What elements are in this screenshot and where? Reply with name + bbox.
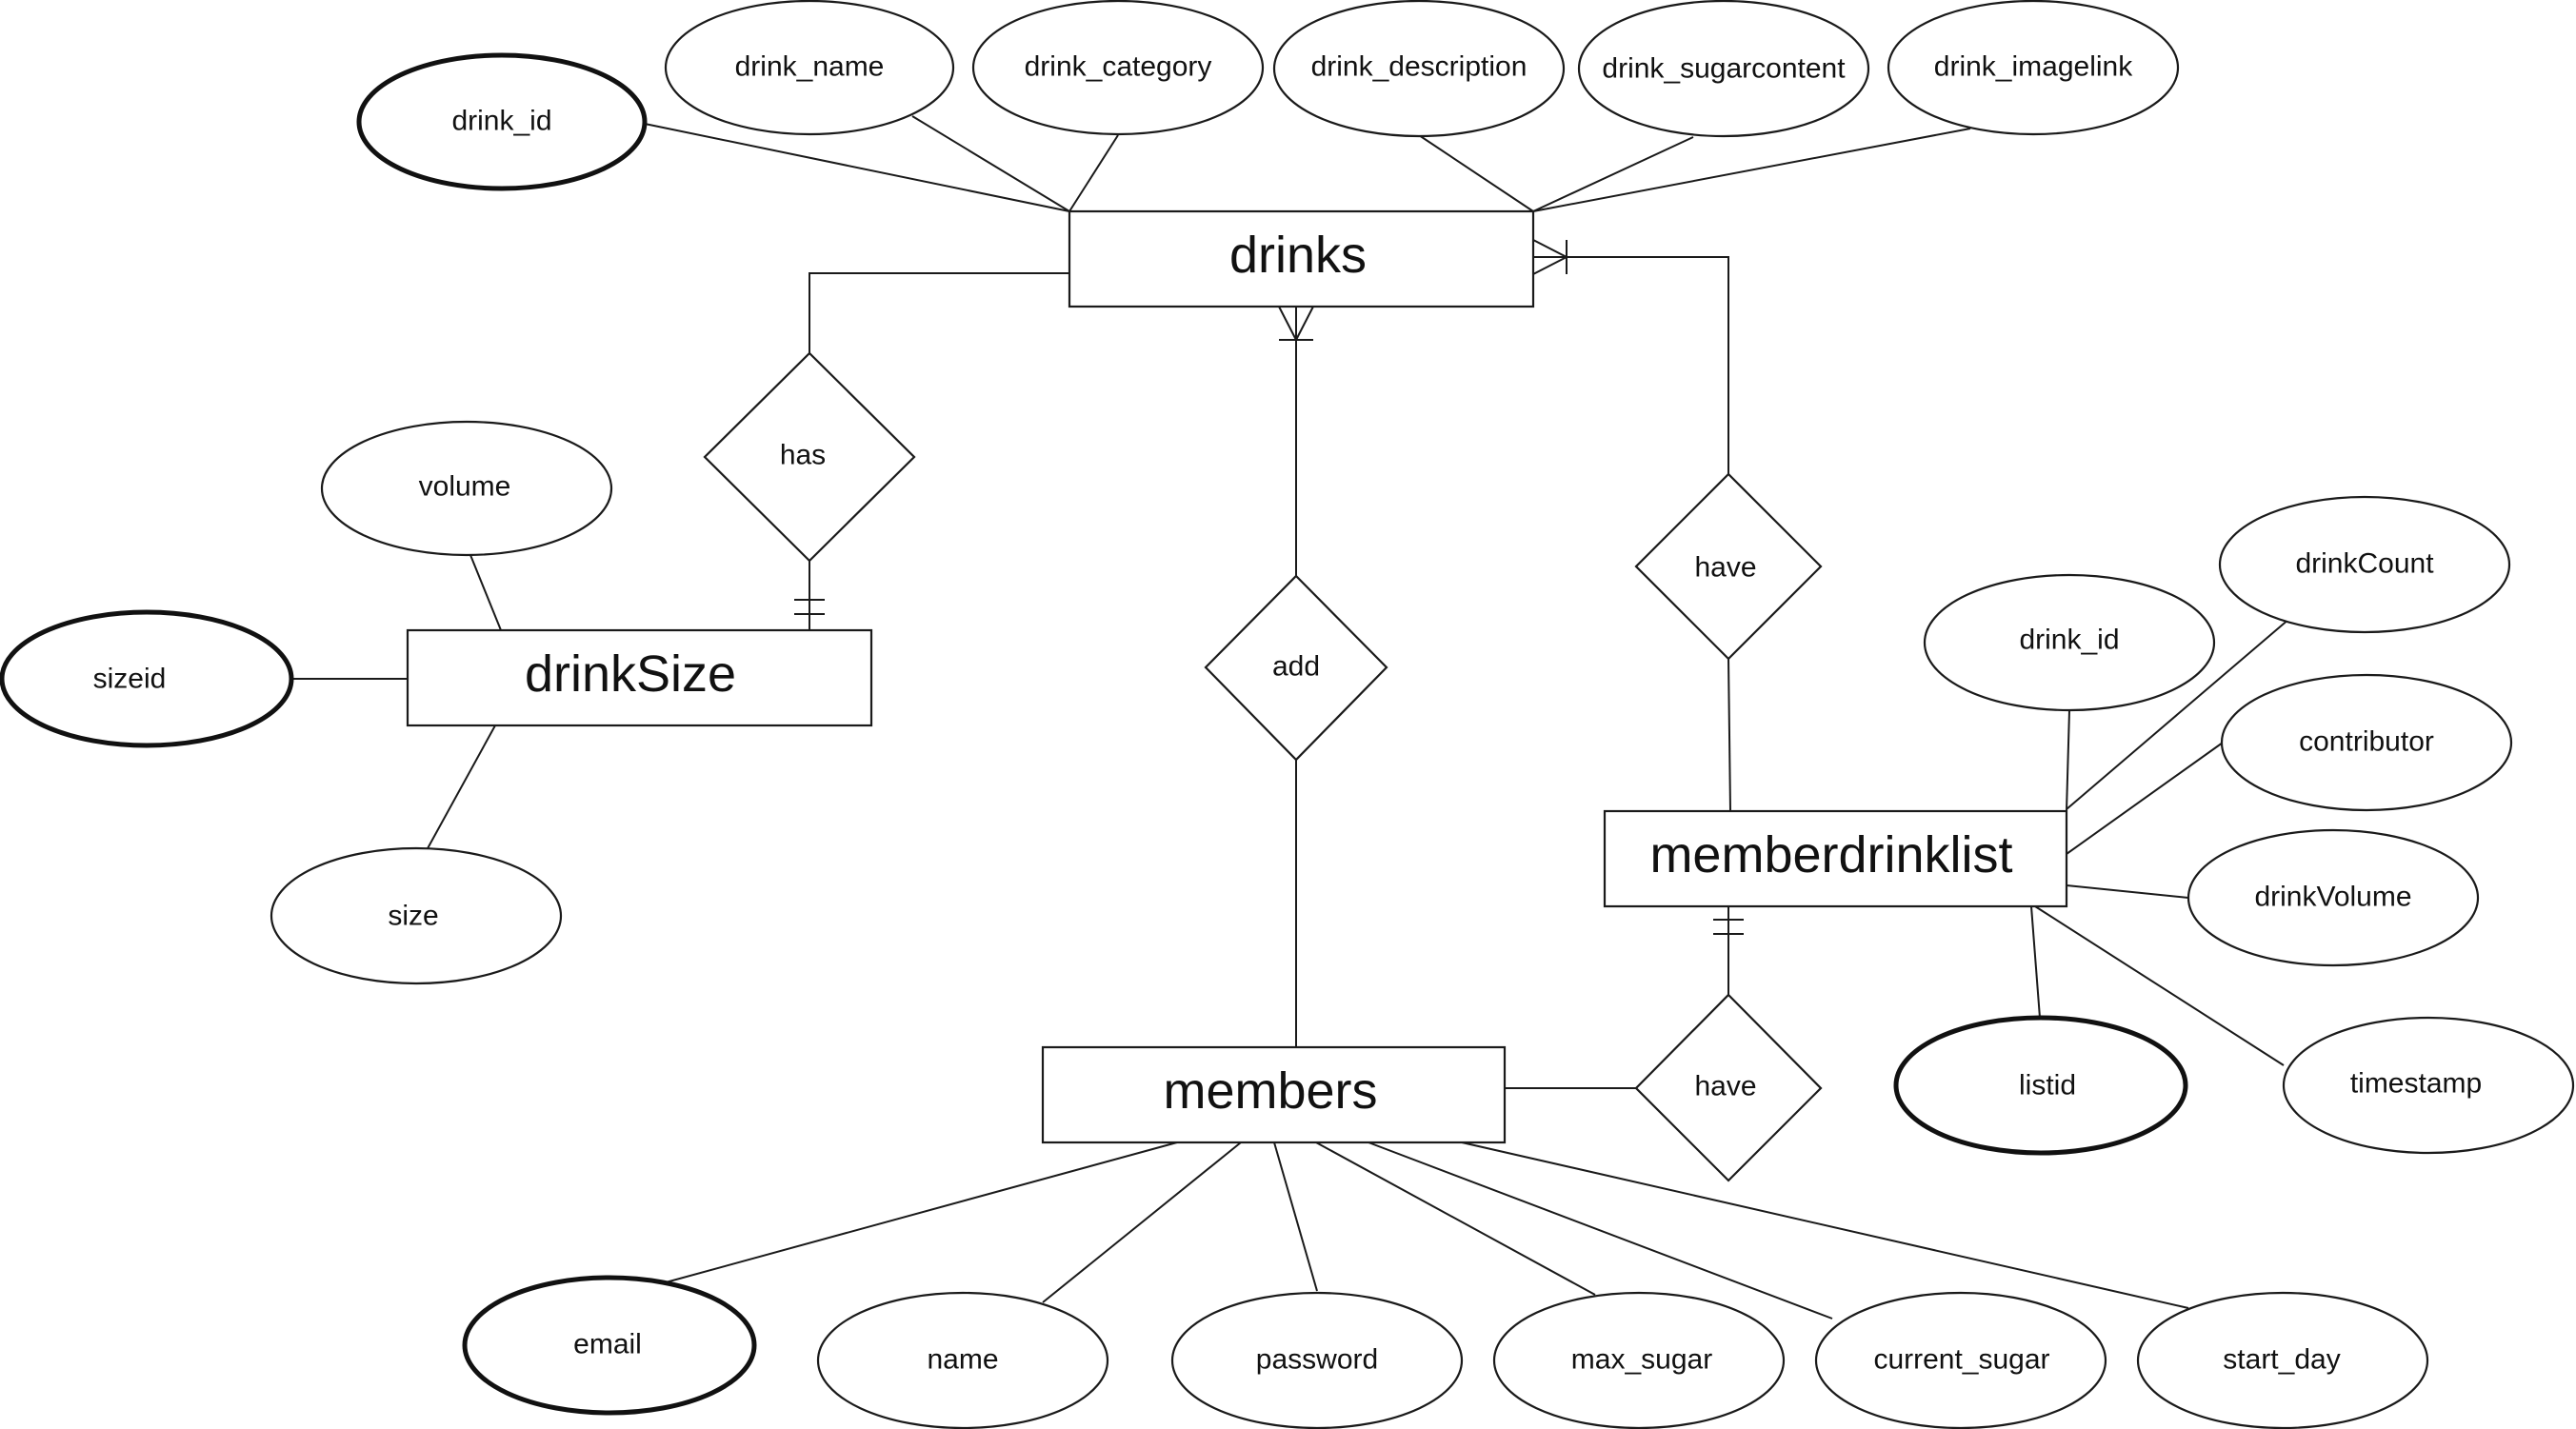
attribute-label: timestamp (2350, 1068, 2482, 1100)
link-drinks-drink-name (911, 115, 1070, 212)
attribute-mdl-drinkcount: drinkCount (2218, 495, 2511, 634)
attribute-label: drink_name (735, 51, 885, 83)
link-members-current-sugar (1368, 1141, 1833, 1320)
entity-drinks-label: drinks (1229, 227, 1367, 284)
link-drinks-drink-imagelink (1532, 128, 1971, 212)
entity-drinks: drinks (1068, 209, 1535, 308)
attribute-drinks-drink-id: drink_id (356, 52, 648, 191)
many-mark-drinks-add-1 (1278, 306, 1297, 341)
link-members-start-day (1461, 1141, 2189, 1309)
attribute-label: drink_imagelink (1934, 51, 2133, 83)
link-mdl-timestamp (2034, 905, 2285, 1066)
relationship-add: add (1204, 574, 1388, 762)
link-drinks-have (1533, 256, 1729, 474)
link-drinksize-size (426, 724, 496, 851)
attribute-label: listid (2019, 1070, 2076, 1102)
link-mdl-contributor (2066, 742, 2224, 855)
link-drinks-drink-category (1068, 134, 1119, 212)
attribute-drinks-drink-imagelink: drink_imagelink (1887, 0, 2180, 136)
attribute-members-max-sugar: max_sugar (1492, 1291, 1786, 1429)
relationship-has-label: has (780, 440, 826, 471)
link-drinks-has (809, 272, 1069, 353)
link-mdl-listid (2030, 905, 2041, 1019)
attribute-label: drinkVolume (2254, 882, 2411, 913)
attribute-members-email: email (462, 1275, 757, 1416)
attribute-label: size (388, 901, 438, 932)
entity-memberdrinklist-label: memberdrinklist (1649, 826, 2012, 883)
link-drinks-drink-sugarcontent (1532, 136, 1694, 212)
attribute-label: drink_description (1311, 51, 1528, 83)
entity-drinksize: drinkSize (406, 628, 873, 727)
attribute-mdl-drink-id: drink_id (1923, 573, 2216, 712)
attribute-members-current-sugar: current_sugar (1814, 1291, 2107, 1429)
connector-lines (291, 115, 2290, 1320)
attribute-mdl-listid: listid (1893, 1015, 2188, 1156)
attribute-drinks-drink-name: drink_name (664, 0, 955, 136)
attribute-label: current_sugar (1873, 1344, 2049, 1376)
attribute-label: email (573, 1329, 642, 1360)
link-members-max-sugar (1315, 1141, 1596, 1296)
attribute-drinksize-volume: volume (320, 420, 613, 557)
many-mark-drinks-add-2 (1295, 306, 1314, 341)
relationship-have-top: have (1634, 472, 1823, 661)
attribute-label: name (927, 1344, 998, 1376)
attribute-label: drink_id (451, 106, 551, 137)
entity-members: members (1041, 1045, 1507, 1144)
many-mark-drinks-have-1 (1532, 239, 1568, 258)
attribute-label: sizeid (93, 664, 167, 695)
attribute-members-start-day: start_day (2136, 1291, 2429, 1429)
attribute-label: max_sugar (1571, 1344, 1712, 1376)
link-drinks-drink-description (1418, 134, 1534, 212)
attribute-label: start_day (2223, 1344, 2340, 1376)
relationship-have-bottom-label: have (1694, 1071, 1756, 1102)
attribute-label: drink_sugarcontent (1602, 53, 1846, 85)
attribute-label: password (1256, 1344, 1378, 1376)
attribute-label: contributor (2299, 726, 2434, 758)
attribute-drinks-drink-category: drink_category (971, 0, 1265, 136)
attribute-mdl-timestamp: timestamp (2282, 1016, 2575, 1155)
attribute-drinksize-sizeid: sizeid (0, 609, 294, 748)
attribute-label: drink_id (2019, 625, 2119, 656)
relationship-add-label: add (1272, 651, 1320, 683)
link-mdl-drinkcount (2066, 618, 2290, 810)
link-members-name (1042, 1141, 1242, 1303)
attribute-mdl-drinkvolume: drinkVolume (2187, 828, 2480, 967)
attribute-label: volume (419, 471, 511, 503)
link-have-memberdrinklist (1727, 658, 1731, 812)
attribute-drinks-drink-description: drink_description (1272, 0, 1566, 138)
link-drinks-drink-id (644, 123, 1070, 212)
relationship-has: has (703, 351, 916, 563)
many-mark-drinks-have-2 (1532, 256, 1568, 275)
relationship-have-top-label: have (1694, 552, 1756, 584)
relationship-have-bottom: have (1634, 993, 1823, 1182)
attribute-mdl-contributor: contributor (2220, 673, 2513, 812)
attribute-label: drink_category (1025, 51, 1212, 83)
link-members-email (665, 1141, 1178, 1283)
attribute-drinksize-size: size (270, 846, 563, 985)
link-members-password (1273, 1141, 1318, 1292)
entity-drinksize-label: drinkSize (525, 645, 736, 703)
entity-members-label: members (1163, 1062, 1377, 1120)
attribute-members-name: name (816, 1291, 1109, 1429)
link-mdl-drinkvolume (2066, 884, 2189, 899)
link-mdl-drink-id (2066, 709, 2070, 812)
attribute-label: drinkCount (2295, 548, 2434, 580)
link-drinksize-volume (469, 554, 502, 631)
entity-memberdrinklist: memberdrinklist (1603, 809, 2068, 908)
attribute-members-password: password (1170, 1291, 1464, 1429)
attribute-drinks-drink-sugarcontent: drink_sugarcontent (1577, 0, 1870, 138)
